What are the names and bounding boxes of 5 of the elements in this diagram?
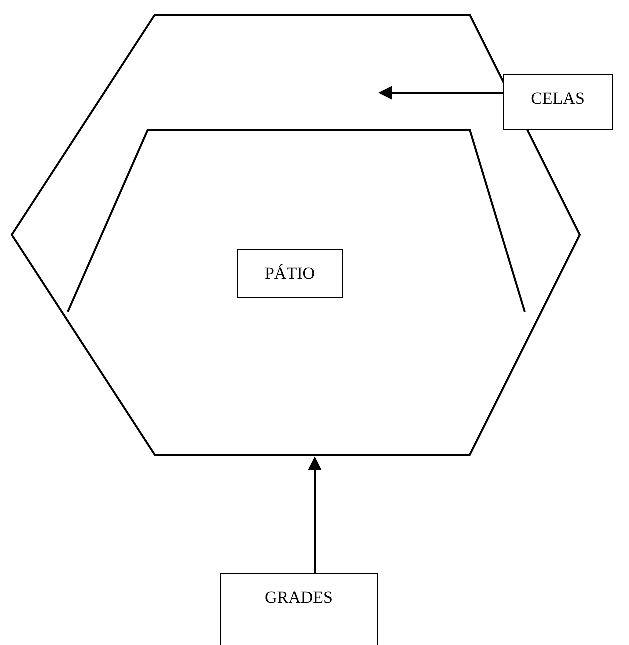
room-label: CELAS bbox=[503, 74, 613, 130]
room-label: GRADES bbox=[220, 573, 378, 645]
room-label: PÁTIO bbox=[237, 249, 343, 298]
leader-arrow bbox=[378, 86, 503, 100]
leader-arrow bbox=[308, 456, 322, 573]
